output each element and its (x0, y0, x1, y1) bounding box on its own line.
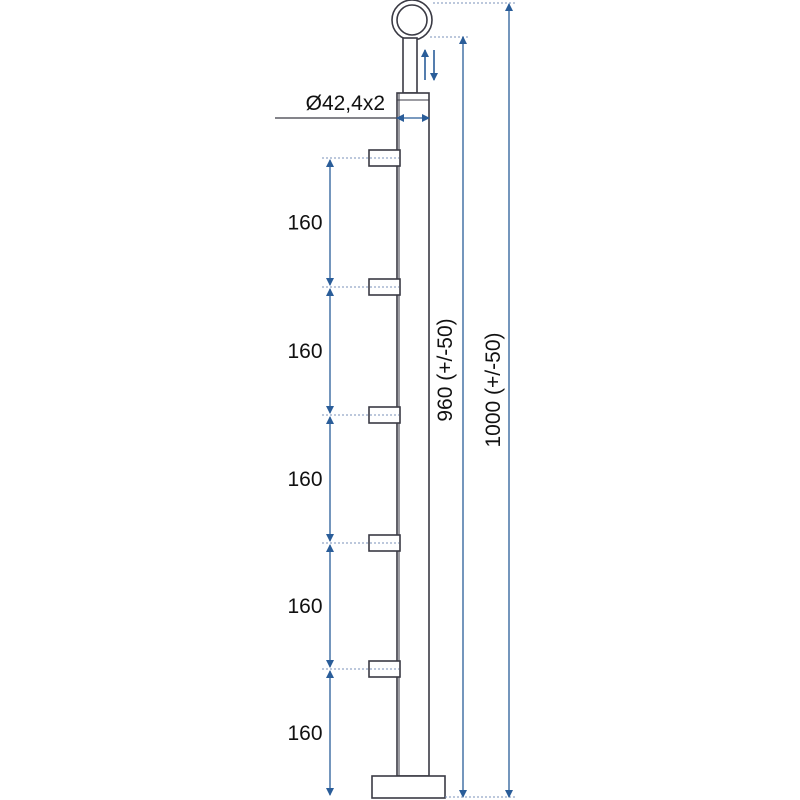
dimension-1000: 1000 (+/-50) (433, 2, 516, 798)
rod-holder (368, 534, 401, 552)
dimension-960: 960 (+/-50) (430, 36, 470, 798)
dim960-label: 960 (+/-50) (434, 318, 457, 421)
spacing-label: 160 (287, 212, 322, 235)
diameter-label: Ø42,4x2 (306, 92, 385, 115)
spacing-label: 160 (287, 468, 322, 491)
dim1000-label: 1000 (+/-50) (482, 333, 505, 448)
base-plate (371, 775, 446, 799)
height-adjust-arrows (421, 49, 438, 81)
adjustable-stem (402, 37, 418, 94)
rod-holder (368, 660, 401, 678)
spacing-dimensions: 160 160 160 160 160 (287, 157, 399, 796)
rod-holder (368, 149, 401, 167)
spacing-label: 160 (287, 595, 322, 618)
rod-holder (368, 278, 401, 296)
rod-holder (368, 406, 401, 424)
main-tube (396, 92, 430, 777)
handrail-ring-inner (396, 4, 428, 36)
spacing-label: 160 (287, 722, 322, 745)
diameter-dimension: Ø42,4x2 (275, 92, 430, 122)
spacing-label: 160 (287, 340, 322, 363)
rod-holders (368, 149, 401, 678)
